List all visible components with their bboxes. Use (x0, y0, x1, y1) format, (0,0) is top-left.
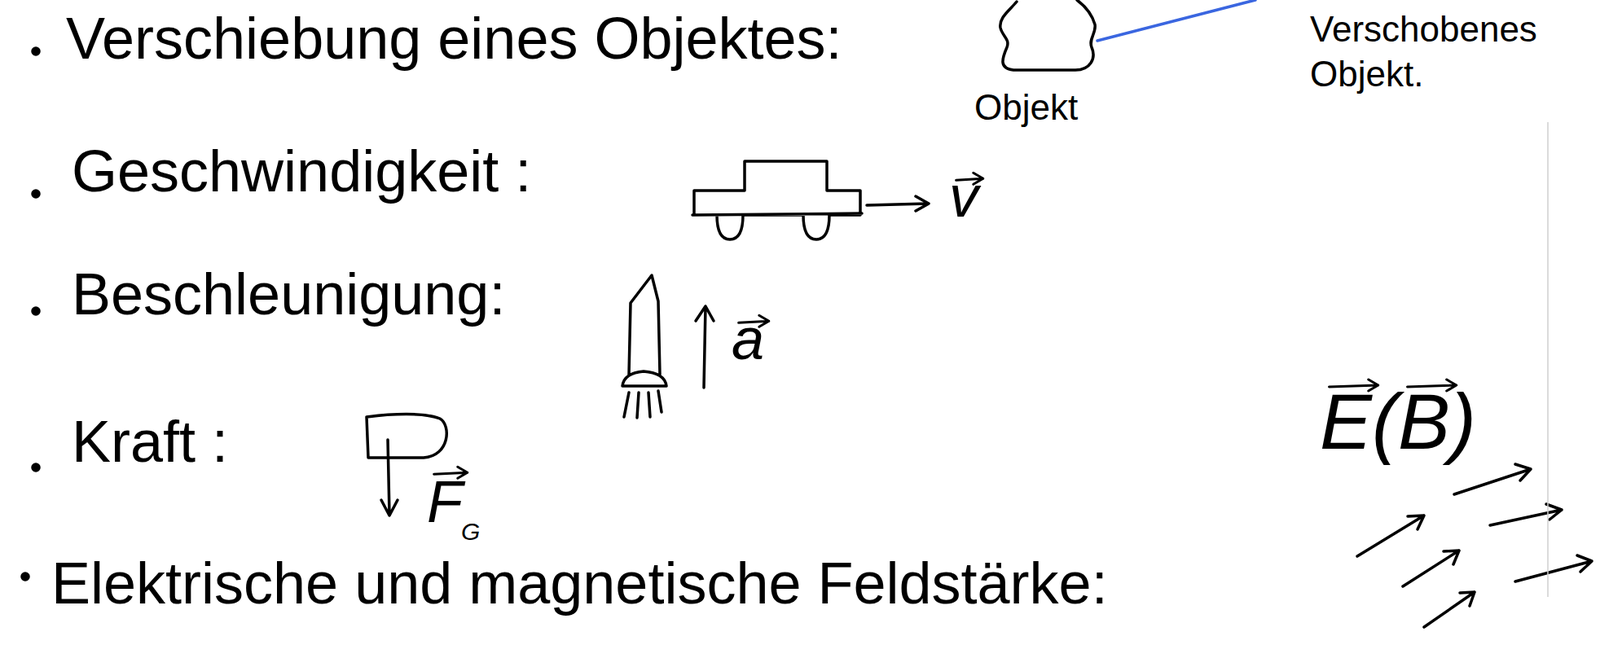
velocity-arrow (866, 196, 929, 211)
bullet (32, 464, 40, 471)
rocket-drawing (622, 275, 667, 418)
list-item-text: Verschiebung eines Objektes: (65, 8, 843, 68)
list-item-text: Kraft : (71, 412, 229, 471)
mass-box (366, 414, 447, 459)
vector-symbol: F (426, 472, 463, 532)
displacement-line (1097, 0, 1256, 41)
acceleration-arrow (695, 306, 714, 388)
list-item-text: Elektrische und magnetische Feldstärke: (51, 553, 1108, 613)
list-item-text: Beschleunigung: (71, 264, 506, 324)
field-arrows (1357, 464, 1592, 628)
moved-object-label: Verschobenes Objekt. (1309, 6, 1579, 97)
object-blob (1000, 0, 1095, 71)
bullet (21, 573, 29, 581)
subscript: G (461, 519, 480, 545)
page-edge-line (1547, 122, 1549, 598)
car-drawing (692, 161, 862, 240)
list-item-text: Geschwindigkeit : (71, 141, 532, 201)
bullet (32, 190, 40, 198)
vector-symbol: E(B) (1319, 382, 1477, 462)
vector-symbol: v (949, 167, 979, 226)
bullet (32, 48, 40, 55)
force-arrow (381, 439, 398, 516)
bullet (32, 307, 40, 315)
object-label: Objekt (974, 89, 1078, 126)
vector-symbol: a (731, 309, 765, 369)
